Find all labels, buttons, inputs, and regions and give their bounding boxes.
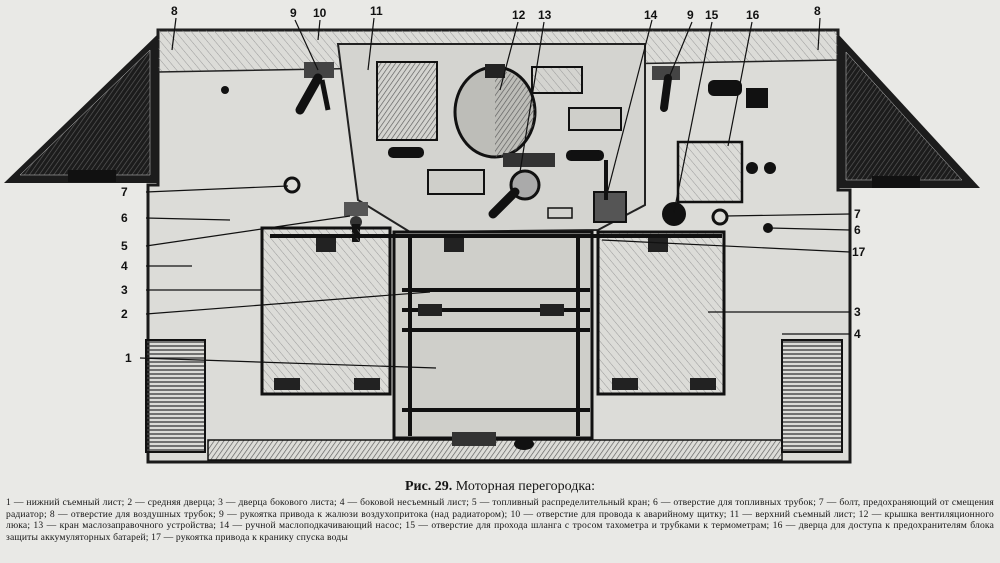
door-latches <box>274 238 716 390</box>
small-label-plate <box>547 207 573 219</box>
bulkhead-drawing <box>4 17 980 464</box>
bottom-hole <box>514 438 534 450</box>
upper-slot-left <box>388 147 424 158</box>
louver-handle-left <box>295 62 334 115</box>
callout-9-right: 9 <box>687 8 694 22</box>
bottom-bracket <box>452 432 496 446</box>
louver-handle-right <box>652 66 680 112</box>
callout-3-left: 3 <box>121 283 128 297</box>
right-side-wing <box>838 34 980 188</box>
upper-slot-right <box>566 150 604 161</box>
radiator-bolt-right <box>711 208 729 226</box>
side-sheet-door-right <box>596 230 726 396</box>
callout-9-left: 9 <box>290 6 297 20</box>
hand-oil-pump <box>593 160 627 223</box>
lower-small-plate <box>427 169 485 195</box>
callout-6-right: 6 <box>854 223 861 237</box>
right-square-hole <box>746 88 768 108</box>
figure-number: Рис. 29. <box>404 479 453 494</box>
callout-12: 12 <box>512 8 526 22</box>
figure-legend: 1 — нижний съемный лист; 2 — средняя две… <box>6 497 994 543</box>
upper-left-plate <box>376 61 438 141</box>
callout-17: 17 <box>852 245 866 259</box>
callout-8-left: 8 <box>171 4 178 18</box>
callout-7-right: 7 <box>854 207 861 221</box>
callout-10: 10 <box>313 6 327 20</box>
radiator-bolt-left <box>283 176 301 194</box>
right-small-hole-a <box>746 162 758 174</box>
engine-bulkhead-figure: 8 9 10 11 12 13 14 9 15 16 8 7 6 5 4 3 2… <box>4 4 980 464</box>
callout-4-left: 4 <box>121 259 128 273</box>
callout-15: 15 <box>705 8 719 22</box>
callout-6-left: 6 <box>121 211 128 225</box>
middle-door <box>392 230 594 440</box>
left-side-wing <box>4 34 158 183</box>
lower-left-panel <box>145 339 206 453</box>
callout-14: 14 <box>644 8 658 22</box>
side-sheet-door-left <box>260 226 392 396</box>
upper-small-plate <box>531 66 583 94</box>
callout-8-right: 8 <box>814 4 821 18</box>
figure-title: Моторная перегородка: <box>455 479 596 494</box>
lower-right-panel <box>781 339 843 453</box>
callout-4-right: 4 <box>854 327 861 341</box>
tacho-hose-hole <box>662 202 686 226</box>
callout-2: 2 <box>121 307 128 321</box>
right-small-hole-b <box>764 162 776 174</box>
callout-1: 1 <box>125 351 132 365</box>
callout-7-left: 7 <box>121 185 128 199</box>
callout-11: 11 <box>370 4 383 18</box>
fuse-access-door <box>676 140 744 204</box>
leader-lines <box>139 17 851 369</box>
callout-16: 16 <box>746 8 760 22</box>
callout-13: 13 <box>538 8 552 22</box>
middle-small-plate <box>568 107 622 131</box>
oil-filler-valve <box>488 153 555 219</box>
vent-hatch-cover <box>453 64 537 159</box>
fuel-pipe-hole-right <box>763 223 773 233</box>
right-oval-hole <box>708 80 742 96</box>
callout-5: 5 <box>121 239 128 253</box>
callout-3-right: 3 <box>854 305 861 319</box>
left-small-hole <box>221 86 229 94</box>
figure-caption-title: Рис. 29. Моторная перегородка: <box>0 479 1000 495</box>
